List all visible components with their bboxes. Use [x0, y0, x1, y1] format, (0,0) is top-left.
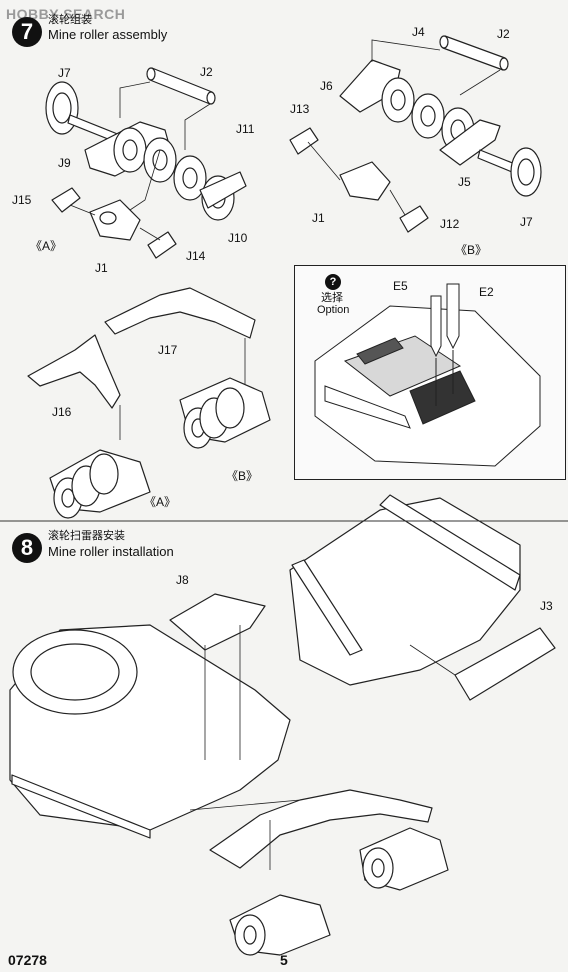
product-code: 07278	[8, 952, 47, 968]
step-8-badge: 8	[12, 533, 42, 563]
watermark: HOBBY SEARCH	[6, 6, 126, 22]
part-label: J2	[497, 27, 510, 41]
part-label: J7	[520, 215, 533, 229]
step-7-title-en: Mine roller assembly	[48, 27, 168, 42]
tank-hull-drawing	[9, 624, 291, 839]
roller-assembly-b-drawing	[289, 35, 542, 233]
part-label: E5	[393, 279, 408, 293]
part-label: J13	[290, 102, 310, 116]
step-7-title-cn: 滚轮组装	[48, 14, 92, 26]
part-label: J10	[228, 231, 248, 245]
part-label: J5	[458, 175, 471, 189]
track-hull-drawing	[289, 494, 521, 686]
option-label-en: Option	[317, 304, 350, 316]
subassembly-label: 《B》	[455, 243, 488, 257]
part-label: J15	[12, 193, 32, 207]
part-label: J11	[236, 122, 255, 136]
part-label: J9	[58, 156, 71, 170]
part-label: J1	[312, 211, 325, 225]
part-label: J17	[158, 343, 178, 357]
part-label: J1	[95, 261, 108, 275]
mine-roller-frames-drawing	[27, 287, 271, 519]
subassembly-label: 《A》	[144, 495, 177, 509]
assembly-lines	[69, 39, 501, 870]
step-7-badge: 7	[12, 17, 42, 47]
roller-assembly-a-drawing	[45, 67, 247, 259]
subassembly-label: 《A》	[30, 239, 63, 253]
part-label: J16	[52, 405, 72, 419]
part-label: J4	[412, 25, 425, 39]
part-label: J12	[440, 217, 460, 231]
part-label: J7	[58, 66, 71, 80]
option-inset-drawing	[314, 283, 541, 467]
part-label: J8	[176, 573, 189, 587]
option-icon: ?	[325, 274, 341, 290]
step-8-title-cn: 滚轮扫雷器安装	[48, 530, 125, 542]
option-label-cn: 选择	[321, 292, 343, 304]
option-inset: ? 选择 Option E5 E2	[294, 265, 566, 480]
part-label: E2	[479, 285, 494, 299]
step-8-title-en: Mine roller installation	[48, 544, 174, 559]
part-label: J14	[186, 249, 206, 263]
part-label: J3	[540, 599, 553, 613]
page-number: 5	[280, 952, 288, 968]
j8-j3-parts-drawing	[169, 593, 556, 956]
subassembly-label: 《B》	[226, 469, 259, 483]
part-label: J2	[200, 65, 213, 79]
part-label: J6	[320, 79, 333, 93]
